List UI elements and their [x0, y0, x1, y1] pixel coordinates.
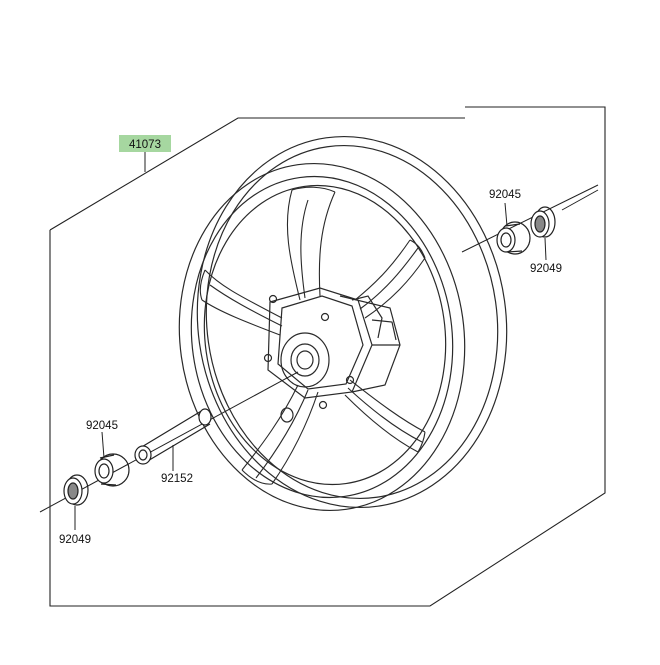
hub-bore-core	[296, 350, 314, 370]
seal-right-leader	[544, 237, 547, 261]
bearing-left-illustration	[94, 453, 130, 487]
axis-line-left	[39, 371, 299, 513]
part-92045-right-label[interactable]: 92045	[489, 189, 521, 201]
hub-bore-inner	[290, 343, 320, 377]
wheel-rim-outer-front	[178, 162, 466, 512]
seal-left-illustration	[63, 474, 89, 506]
hub-bolt-hole	[263, 353, 273, 363]
collar-illustration	[134, 408, 212, 465]
seal-right-illustration	[530, 206, 556, 238]
hub-bolt-hole	[268, 294, 278, 304]
part-41073-highlight	[119, 135, 171, 152]
axis-line-right	[461, 184, 599, 253]
part-41073-label[interactable]: 41073	[119, 135, 171, 152]
wheel-rim-inner-front	[190, 175, 454, 499]
assembly-frame	[49, 106, 606, 607]
wheel-rim-lip	[203, 184, 447, 486]
hub-bolt-hole	[345, 375, 355, 385]
wheel-spokes	[199, 186, 426, 485]
wheel-rim-outer-back	[196, 135, 508, 509]
part-92049-left-label[interactable]: 92049	[59, 534, 91, 546]
hub-bore-outer	[280, 332, 330, 388]
bearing-right-leader	[504, 202, 508, 227]
part-92045-left-label[interactable]: 92045	[86, 420, 118, 432]
wheel-rim-outer-back-inner	[205, 144, 499, 500]
bearing-right-illustration	[496, 221, 531, 255]
hub-valve-hole	[280, 407, 294, 423]
part-92049-right-label[interactable]: 92049	[530, 263, 562, 275]
part-41073-text: 41073	[129, 139, 161, 151]
wheel-hub	[263, 287, 401, 423]
hub-bolt-hole	[320, 312, 330, 322]
bearing-left-leader	[101, 431, 105, 459]
part-92152-label[interactable]: 92152	[161, 473, 193, 485]
wheel-illustration	[178, 135, 508, 512]
axis-line-right-end	[561, 189, 599, 211]
hub-bolt-hole	[318, 400, 328, 410]
